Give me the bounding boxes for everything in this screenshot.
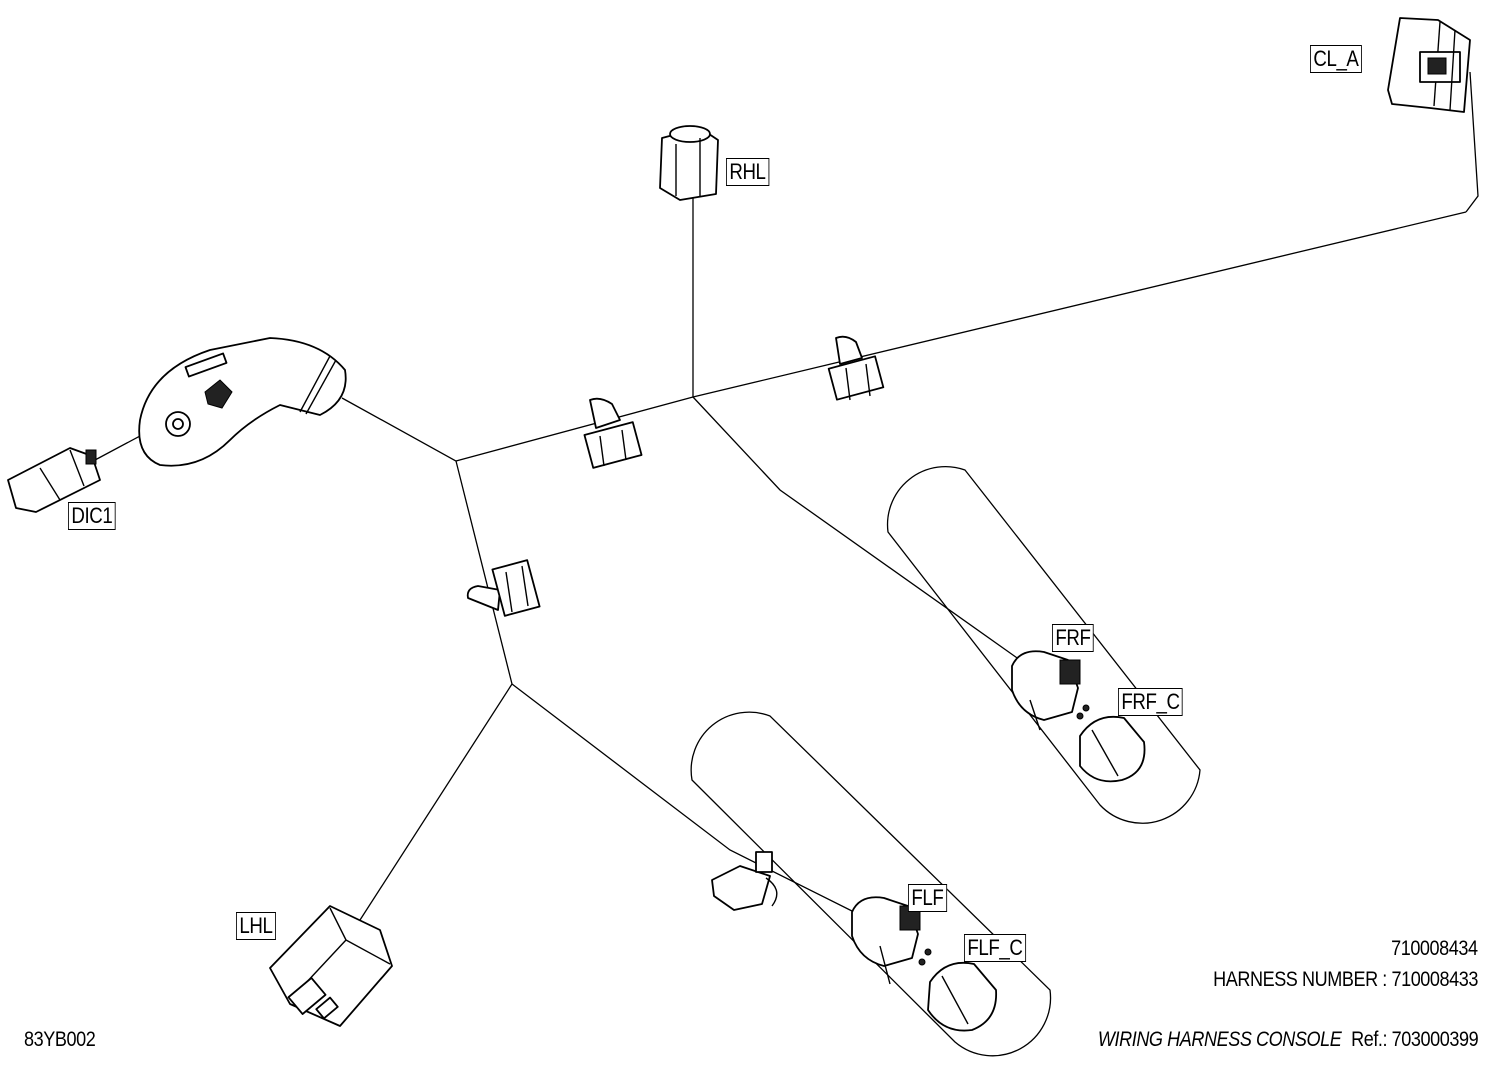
connector-lhl — [269, 905, 393, 1027]
loop-frf — [886, 465, 1201, 824]
label-lhl: LHL — [236, 912, 276, 940]
harness-number-value: 710008433 — [1391, 968, 1478, 991]
wire-to-frf — [692, 396, 1021, 661]
harness-number-label: HARNESS NUMBER : — [1213, 968, 1387, 991]
cap-flf-c — [927, 961, 997, 1032]
wire-trunk-left — [341, 397, 513, 685]
label-cl-a: CL_A — [1310, 45, 1362, 73]
part-number: 710008434 — [1391, 937, 1478, 960]
clip-1 — [583, 397, 643, 469]
cap-frf-c — [1079, 715, 1146, 783]
label-dic1: DIC1 — [68, 502, 116, 530]
clip-4 — [711, 851, 778, 911]
label-rhl: RHL — [726, 158, 769, 186]
connector-frf — [1011, 650, 1090, 731]
clip-3 — [466, 559, 541, 617]
boot-dic1 — [138, 337, 347, 467]
harness-wires — [94, 71, 1479, 921]
loop-flf — [690, 711, 1052, 1057]
title-ref-line: WIRING HARNESS CONSOLE Ref.: 703000399 — [1097, 1028, 1479, 1052]
ref-label: Ref.: — [1350, 1028, 1387, 1051]
ref-number: 703000399 — [1391, 1028, 1478, 1051]
figure-code: 83YB002 — [24, 1028, 96, 1051]
wire-to-flf — [511, 683, 871, 921]
label-flf: FLF — [908, 884, 947, 912]
wire-to-lhl — [359, 683, 513, 921]
connector-flf — [851, 896, 932, 985]
label-frf-c: FRF_C — [1118, 688, 1183, 716]
clip-2 — [827, 335, 885, 401]
connector-cl-a — [1387, 17, 1471, 113]
harness-number-line: HARNESS NUMBER : 710008433 — [1213, 968, 1478, 992]
connector-dic1 — [7, 447, 101, 513]
label-flf-c: FLF_C — [964, 934, 1026, 962]
label-frf: FRF — [1052, 624, 1094, 652]
wire-to-cl-a — [1465, 71, 1479, 213]
connector-rhl — [659, 125, 719, 201]
diagram-title: WIRING HARNESS CONSOLE — [1097, 1028, 1342, 1051]
